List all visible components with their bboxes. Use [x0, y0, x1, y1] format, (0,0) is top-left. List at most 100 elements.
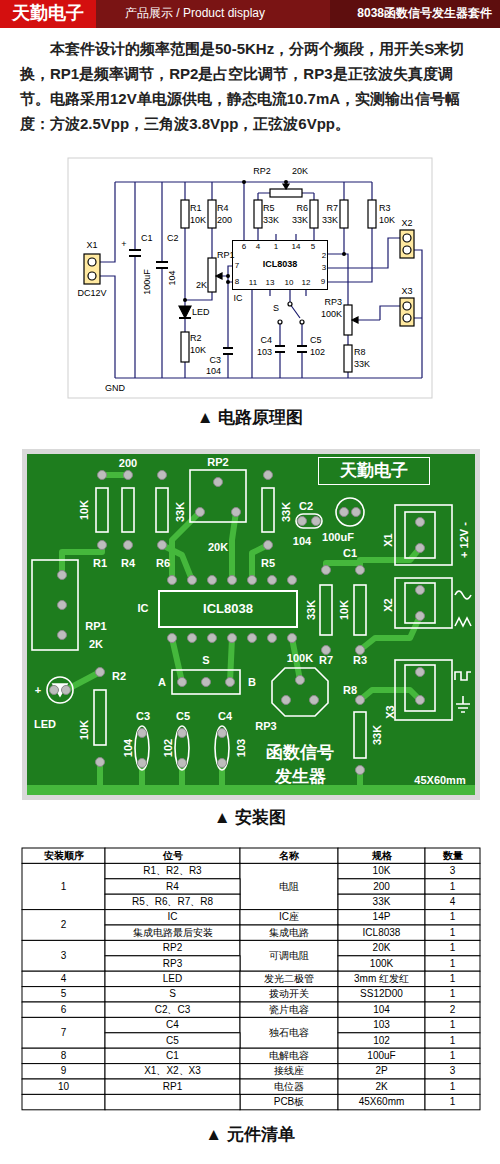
table-cell-border: [22, 971, 105, 986]
pcb-silkscreen-label: 20K: [208, 541, 228, 554]
table-cell-border: [338, 1064, 425, 1079]
table-cell-border: [425, 987, 480, 1002]
table-cell-border: [105, 1002, 240, 1017]
table-cell-border: [425, 1017, 480, 1032]
schematic-label: 104: [206, 366, 221, 376]
solder-pad: [356, 566, 365, 575]
solder-pad: [208, 576, 217, 585]
table-cell-border: [240, 1079, 338, 1094]
component-symbol: [179, 306, 191, 318]
solder-pad: [416, 586, 425, 595]
pcb-silkscreen-label: 104: [293, 535, 311, 548]
table-cell: 8: [61, 1050, 67, 1062]
box-text: 天勤电子: [340, 462, 408, 481]
solder-pad: [416, 696, 425, 705]
pcb-silkscreen-label: R3: [353, 654, 367, 667]
table-cell-border: [105, 987, 240, 1002]
schematic-label: +: [121, 239, 126, 249]
table-cell: RP1: [163, 1081, 182, 1093]
solder-pad: [296, 676, 305, 685]
component-symbol: [270, 189, 302, 197]
table-cell: 1: [450, 942, 456, 954]
table-cell-border: [22, 1002, 105, 1017]
table-cell: 瓷片电容: [269, 1004, 309, 1016]
silkscreen: [296, 514, 322, 528]
table-cell: 5: [61, 989, 67, 1001]
table-cell: 可调电阻: [269, 950, 309, 962]
solder-pad: [98, 541, 107, 550]
solder-pad: [322, 566, 331, 575]
silkscreen: [32, 470, 471, 770]
schematic-label: 103: [257, 347, 272, 357]
table-cell: 200: [373, 881, 390, 893]
pcb-silkscreen-label: R5: [261, 557, 275, 570]
component-symbol: [88, 258, 96, 266]
pin-number: 10: [285, 278, 294, 287]
solder-pad: [188, 634, 197, 643]
solder-pad: [282, 696, 291, 705]
pin-number: 2: [322, 251, 326, 260]
header-bar: [0, 0, 500, 28]
table-cell: 45X60mm: [359, 1096, 405, 1108]
table-cell: R4: [166, 881, 179, 893]
table-cell: 独石电容: [269, 1027, 309, 1039]
schematic-label: 100K: [321, 309, 342, 319]
table-cell-border: [105, 1079, 240, 1094]
schematic-label: 20K: [292, 166, 308, 176]
pcb-silkscreen-label: RP3: [255, 720, 276, 733]
silkscreen: [32, 560, 78, 650]
schematic-label: C3: [209, 355, 221, 365]
schematic-label: 33K: [322, 215, 338, 225]
table-cell-border: [338, 1002, 425, 1017]
table-cell-border: [105, 848, 240, 863]
component-symbol: [400, 298, 414, 326]
table-cell: 104: [373, 1004, 390, 1016]
pcb-silkscreen-label: R2: [112, 670, 126, 683]
pcb-silkscreen-label: 33K: [305, 600, 318, 620]
table-cell-border: [240, 863, 338, 909]
pcb-silkscreen-label: RP1: [85, 620, 106, 633]
table-cell-border: [338, 971, 425, 986]
table-cell: 102: [373, 1035, 390, 1047]
pcb-silkscreen-label: 33K: [371, 725, 384, 745]
solder-pad: [356, 766, 365, 775]
table-cell: R5、R6、R7、R8: [132, 896, 213, 908]
table-cell: 1: [450, 1050, 456, 1062]
header-bar: [330, 0, 500, 28]
pcb-board: [27, 454, 475, 795]
pcb-silkscreen-label: C1: [343, 547, 357, 560]
schematic-label: LED: [192, 307, 210, 317]
pcb-silkscreen-label: C5: [176, 710, 190, 723]
silkscreen: [215, 726, 229, 770]
table-cell-border: [240, 1048, 338, 1063]
pcb-silkscreen-label: 33K: [174, 502, 187, 522]
table-cell-border: [105, 879, 240, 894]
solder-pad: [124, 471, 133, 480]
solder-pad: [218, 729, 227, 738]
solder-pad: [124, 541, 133, 550]
pcb-silkscreen-label: LED: [34, 718, 56, 731]
schematic-label: R2: [190, 333, 202, 343]
solder-pad: [208, 634, 217, 643]
schematic-label: C5: [310, 335, 322, 345]
pcb-silkscreen-label: R7: [319, 654, 333, 667]
table-cell: 14P: [373, 912, 391, 924]
silkscreen: [175, 726, 189, 770]
table-cell: 100K: [370, 958, 393, 970]
table-cell-border: [425, 1033, 480, 1048]
pcb-board: [22, 449, 480, 800]
table-cell-border: [22, 1048, 105, 1063]
ic-footprint: ICL8038: [158, 590, 298, 628]
table-cell: C2、C3: [155, 1004, 191, 1016]
table-cell-border: [338, 1048, 425, 1063]
intro-paragraph: 本套件设计的频率范围是50-5KHz，分两个频段，用开关S来切换，RP1是频率调…: [20, 36, 482, 136]
table-cell: 1: [450, 1019, 456, 1031]
silkscreen: [455, 591, 471, 712]
table-cell: 1: [450, 881, 456, 893]
table-cell: 1: [450, 989, 456, 1001]
table-cell: 10: [58, 1081, 69, 1093]
solder-pad: [288, 576, 297, 585]
table-header-cell: 安装顺序: [44, 850, 84, 862]
schematic-label: 10K: [379, 215, 395, 225]
pcb-silkscreen-label: C4: [218, 710, 232, 723]
